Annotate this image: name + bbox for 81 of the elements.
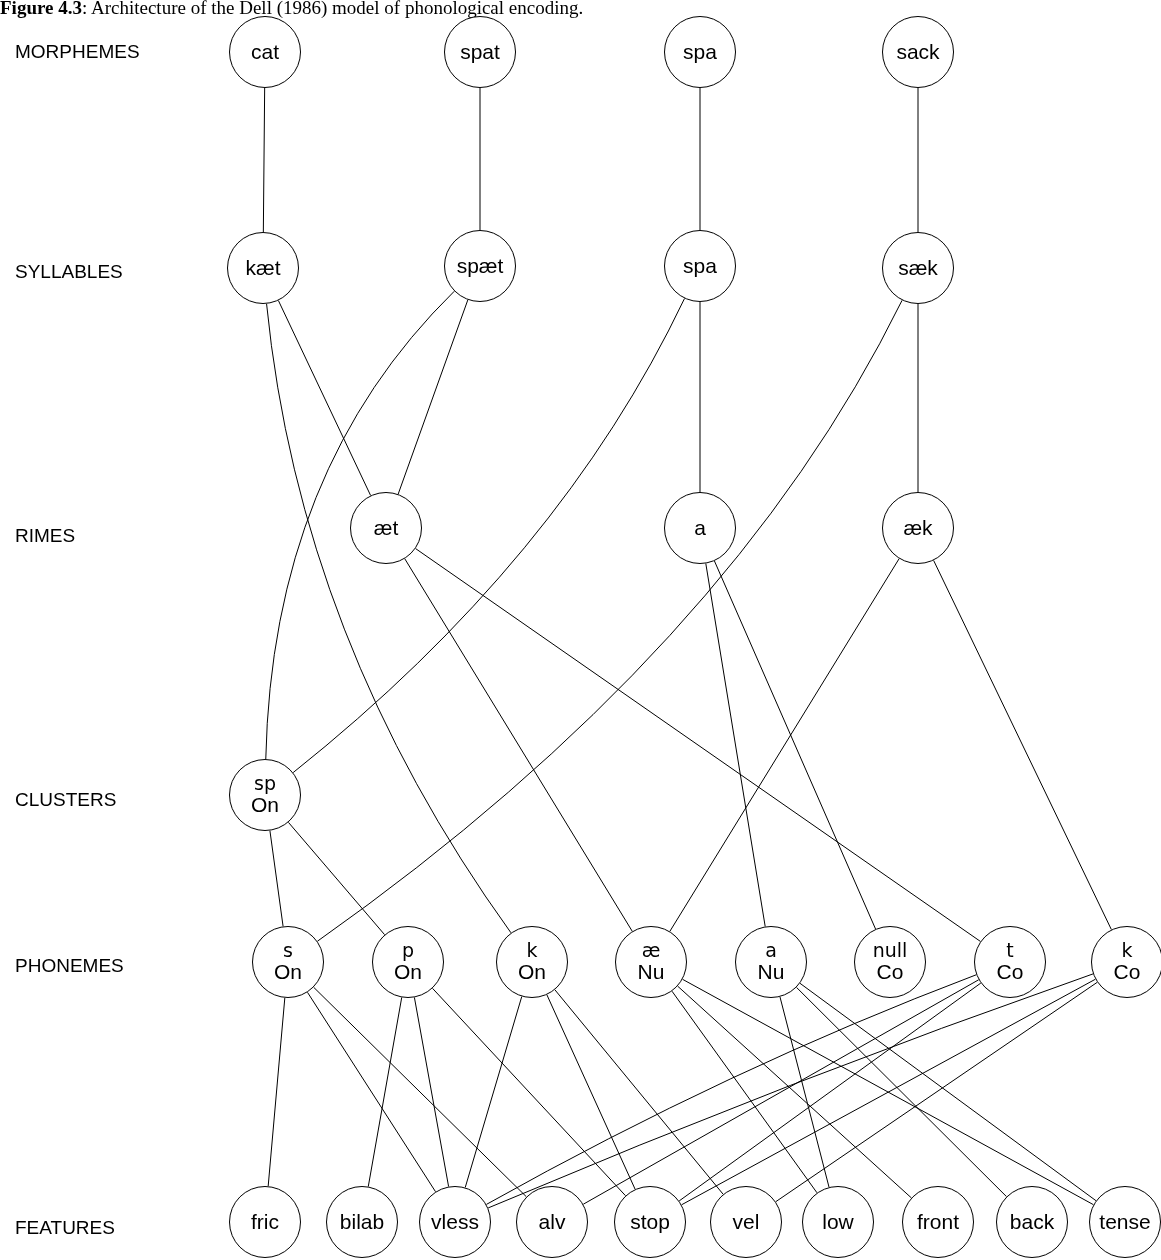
unit-text: Nu (757, 960, 785, 983)
unit-text: alv (538, 1210, 566, 1233)
unit-text: sæk (898, 256, 938, 279)
unit-text: k (1121, 941, 1133, 961)
unit-text: Nu (637, 960, 665, 983)
connector-line (677, 985, 912, 1199)
unit-text: sack (896, 40, 940, 63)
unit-text: On (251, 793, 279, 816)
unit-text: k (526, 941, 538, 961)
figure-title: Figure 4.3: Architecture of the Dell (1986) model of phonological encoding. (0, 0, 584, 20)
unit-text: Co (876, 960, 904, 983)
connector-line (267, 997, 286, 1187)
level-label: CLUSTERS (15, 790, 117, 809)
unit-text: æ (641, 941, 661, 961)
level-label: RIMES (15, 526, 76, 545)
unit-text: On (274, 960, 302, 983)
connector-line (306, 991, 437, 1193)
unit-text: a (765, 941, 777, 961)
connector-line (313, 986, 527, 1198)
unit-text: fric (251, 1210, 279, 1233)
unit-text: t (1006, 941, 1014, 961)
unit-text: stop (630, 1210, 670, 1233)
unit-text: s (283, 941, 293, 961)
unit-text: On (518, 960, 546, 983)
connector-line (546, 994, 636, 1190)
connector-line (415, 548, 981, 942)
connector-line (779, 996, 830, 1188)
connector-line (699, 301, 701, 493)
unit-text: vel (732, 1210, 760, 1233)
connector-line (269, 830, 284, 927)
unit-text: spa (683, 254, 717, 277)
connector-line (479, 87, 481, 231)
connector-line (287, 821, 386, 936)
level-label: MORPHEMES (15, 42, 140, 61)
connector-line (554, 989, 724, 1195)
connector-line (277, 300, 372, 496)
unit-text: spa (683, 40, 717, 63)
unit-text: Co (1113, 960, 1141, 983)
level-label: SYLLABLES (15, 262, 123, 281)
unit-text: null (872, 941, 908, 961)
connector-line (933, 559, 1112, 931)
unit-text: cat (251, 40, 279, 63)
connector-line (485, 974, 977, 1205)
unit-text: sp (254, 774, 276, 794)
unit-text: spæt (456, 254, 504, 277)
level-label: FEATURES (15, 1218, 115, 1237)
connector-line (404, 558, 633, 932)
unit-text: æt (373, 516, 399, 539)
connector-line (796, 986, 1007, 1198)
connector-line (917, 87, 919, 233)
unit-text: On (394, 960, 422, 983)
connector-line (292, 298, 685, 774)
unit-text: æk (903, 516, 933, 539)
connector-line (265, 290, 455, 760)
unit-text: p (401, 941, 415, 961)
unit-text: bilab (339, 1210, 385, 1233)
connector-line (464, 996, 523, 1188)
unit-text: Co (996, 960, 1024, 983)
connector-line (413, 996, 450, 1188)
unit-text: front (917, 1210, 959, 1233)
level-label: PHONEMES (15, 956, 124, 975)
unit-text: back (1009, 1210, 1055, 1233)
connector-line (262, 87, 266, 233)
connector-line (671, 990, 818, 1194)
connector-line (316, 299, 903, 942)
unit-text: vless (431, 1210, 479, 1233)
connector-line (678, 982, 982, 1202)
connector-line (917, 303, 919, 493)
connector-line (367, 996, 403, 1188)
connector-line (432, 987, 626, 1197)
connector-line (669, 558, 900, 932)
connector-line (266, 303, 512, 934)
connector-line (713, 560, 877, 930)
connector-line (699, 87, 701, 231)
connector-line (582, 979, 980, 1205)
unit-text: tense (1099, 1210, 1151, 1233)
unit-text: a (694, 516, 706, 539)
unit-text: low (822, 1210, 854, 1233)
connector-line (705, 563, 766, 927)
unit-text: spat (460, 40, 500, 63)
unit-text: kæt (245, 256, 281, 279)
